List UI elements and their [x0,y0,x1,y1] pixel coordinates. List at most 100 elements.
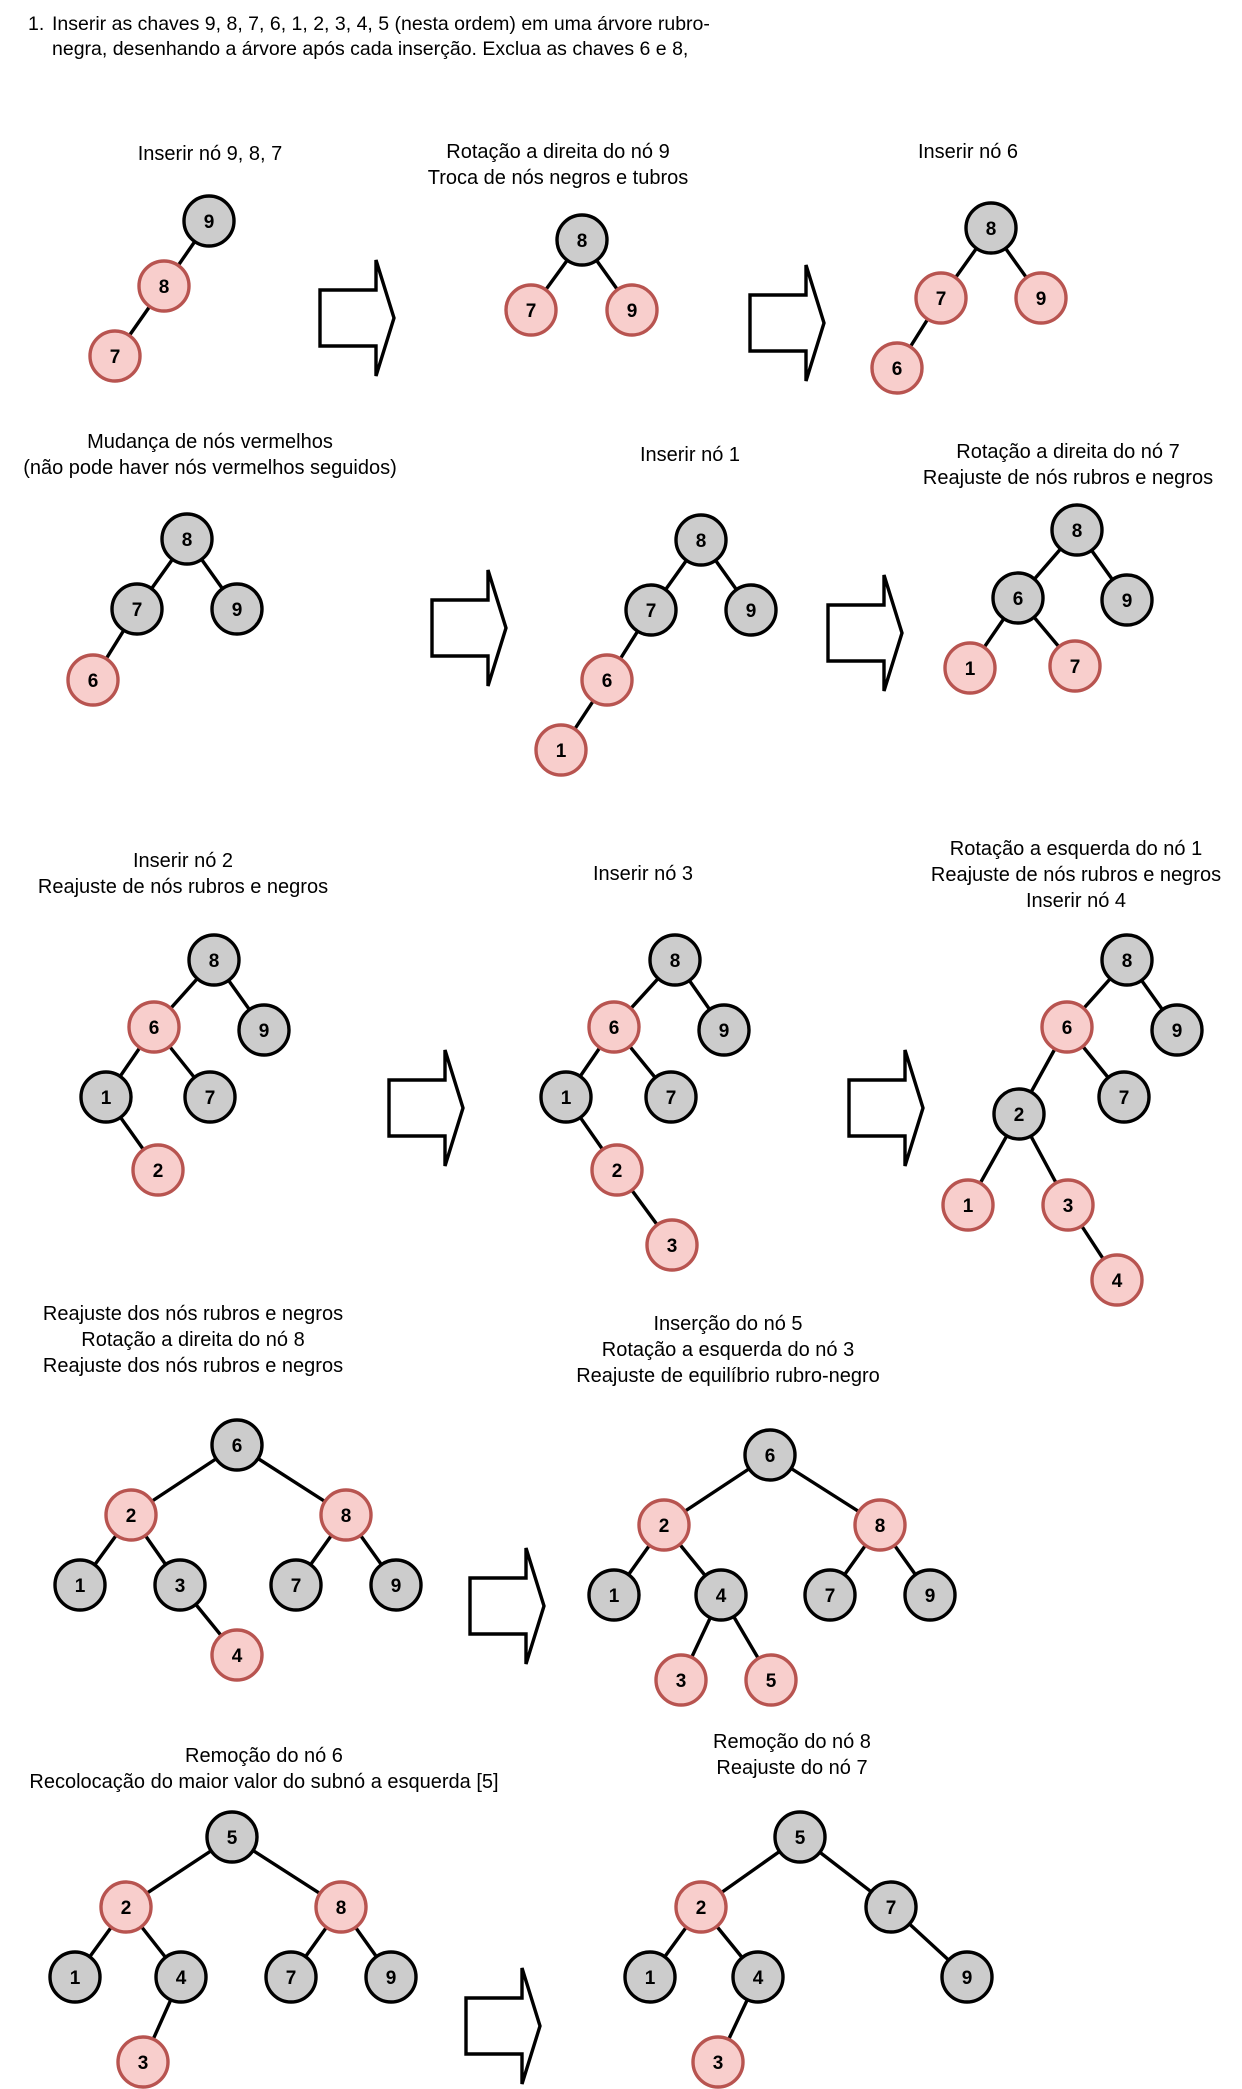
node-key: 7 [646,601,657,622]
red-node-8: 8 [853,1498,907,1552]
step-caption-line: Reajuste de nós rubros e negros [38,876,328,898]
red-node-5: 5 [744,1653,798,1707]
node-key: 6 [892,359,903,380]
red-node-4: 4 [1090,1253,1144,1307]
black-node-7: 7 [269,1558,323,1612]
black-node-7: 7 [183,1070,237,1124]
node-key: 2 [121,1898,132,1919]
node-key: 8 [336,1898,347,1919]
node-key: 3 [1063,1196,1074,1217]
step-arrow [464,1967,542,2085]
red-node-2: 2 [99,1880,153,1934]
black-node-8: 8 [555,213,609,267]
black-node-1: 1 [539,1070,593,1124]
node-key: 5 [766,1671,777,1692]
node-key: 3 [713,2053,724,2074]
tree-step-4: Mudança de nós vermelhos(não pode haver … [23,431,397,707]
node-key: 9 [719,1021,730,1042]
red-node-6: 6 [580,653,634,707]
black-node-7: 7 [803,1568,857,1622]
black-node-1: 1 [79,1070,133,1124]
node-key: 8 [341,1506,352,1527]
red-node-7: 7 [504,283,558,337]
step-caption-line: Inserção do nó 5 [654,1313,803,1335]
step-caption-line: Remoção do nó 6 [185,1745,343,1767]
node-key: 7 [936,289,947,310]
node-key: 8 [696,531,707,552]
node-key: 1 [75,1576,86,1597]
step-caption-line: Inserir nó 9, 8, 7 [138,143,283,165]
red-node-8: 8 [137,259,191,313]
node-key: 2 [126,1506,137,1527]
step-caption-line: Recolocação do maior valor do subnó a es… [29,1771,498,1793]
node-key: 1 [609,1586,620,1607]
node-key: 6 [149,1018,160,1039]
node-key: 1 [70,1968,81,1989]
black-node-4: 4 [694,1568,748,1622]
black-node-5: 5 [773,1810,827,1864]
node-key: 9 [627,301,638,322]
black-node-8: 8 [1050,503,1104,557]
red-node-2: 2 [104,1488,158,1542]
step-caption-line: Mudança de nós vermelhos [87,431,333,453]
red-node-2: 2 [131,1143,185,1197]
black-node-8: 8 [648,933,702,987]
node-key: 9 [232,600,243,621]
black-node-8: 8 [160,512,214,566]
node-key: 7 [205,1088,216,1109]
node-key: 5 [227,1828,238,1849]
step-caption-line: Troca de nós negros e tubros [428,167,689,189]
step-caption-line: Rotação a esquerda do nó 3 [602,1339,854,1361]
black-node-3: 3 [153,1558,207,1612]
red-node-7: 7 [88,329,142,383]
node-key: 7 [1070,657,1081,678]
black-node-8: 8 [964,201,1018,255]
red-node-2: 2 [590,1143,644,1197]
node-key: 8 [670,951,681,972]
tree-step-10: Reajuste dos nós rubros e negrosRotação … [43,1303,423,1682]
node-key: 8 [159,277,170,298]
black-node-6: 6 [210,1418,264,1472]
red-node-1: 1 [941,1178,995,1232]
node-key: 7 [132,600,143,621]
step-caption-line: Reajuste de equilíbrio rubro-negro [576,1365,880,1387]
black-node-9: 9 [210,582,264,636]
step-caption-line: Reajuste dos nós rubros e negros [43,1355,343,1377]
node-key: 7 [291,1576,302,1597]
red-node-2: 2 [674,1880,728,1934]
step-caption-line: Reajuste de nós rubros e negros [923,467,1213,489]
black-node-2: 2 [992,1087,1046,1141]
step-arrow [748,264,826,382]
step-caption-line: Rotação a direita do nó 9 [446,141,670,163]
question-number: 1. [28,13,45,35]
node-key: 8 [1072,521,1083,542]
red-node-9: 9 [1014,271,1068,325]
node-key: 1 [963,1196,974,1217]
node-key: 1 [561,1088,572,1109]
step-arrow [826,574,904,692]
node-key: 4 [176,1968,187,1989]
node-key: 7 [526,301,537,322]
black-node-7: 7 [644,1070,698,1124]
question-line-2: negra, desenhando a árvore após cada ins… [52,38,689,60]
node-key: 3 [138,2053,149,2074]
node-key: 8 [209,951,220,972]
question-line-1: Inserir as chaves 9, 8, 7, 6, 1, 2, 3, 4… [52,13,710,35]
step-caption-line: Remoção do nó 8 [713,1731,871,1753]
node-key: 2 [659,1516,670,1537]
step-caption-line: Inserir nó 3 [593,863,693,885]
black-node-9: 9 [903,1568,957,1622]
node-key: 1 [645,1968,656,1989]
black-node-9: 9 [237,1003,291,1057]
step-caption-line: Reajuste de nós rubros e negros [931,864,1221,886]
black-node-9: 9 [724,583,778,637]
node-key: 2 [153,1161,164,1182]
black-node-7: 7 [624,583,678,637]
red-node-7: 7 [1048,639,1102,693]
